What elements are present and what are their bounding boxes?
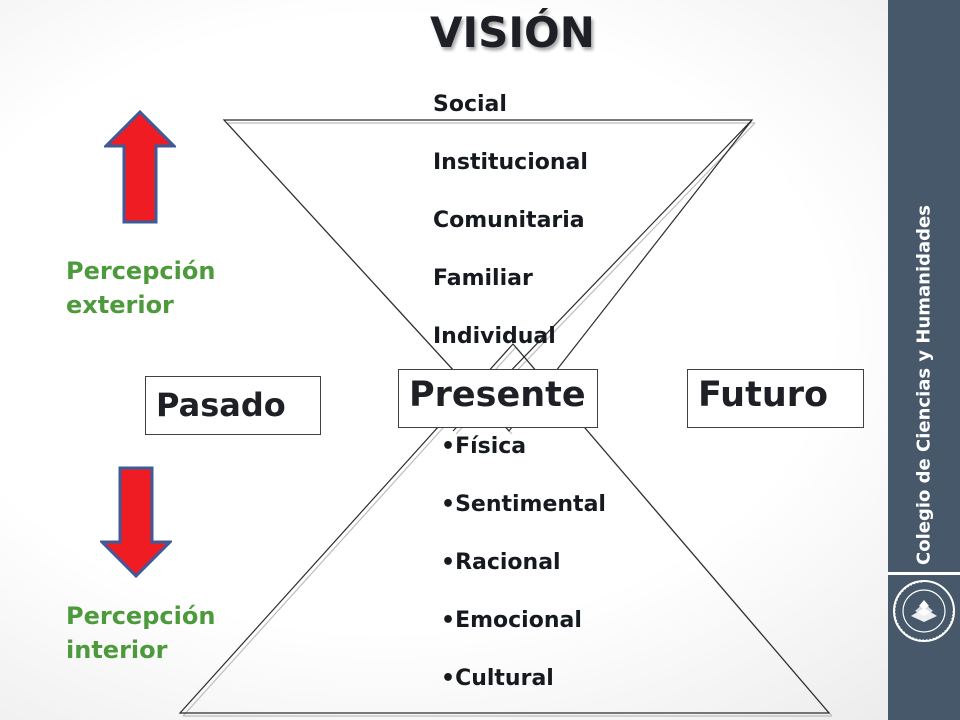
college-sidebar: Colegio de Ciencias y Humanidades [888, 0, 960, 720]
top-funnel-triangle [222, 119, 754, 432]
list-item: Física [441, 418, 606, 476]
college-name: Colegio de Ciencias y Humanidades [913, 205, 935, 565]
slide-title: VISIÓN [430, 8, 595, 57]
college-seal-logo [893, 580, 955, 642]
label-line: exterior [66, 291, 174, 319]
sidebar-divider [888, 572, 960, 575]
hourglass-diagram [178, 119, 833, 717]
dimensions-list: Física Sentimental Racional Emocional Cu… [441, 418, 606, 708]
arrow-down-icon [100, 466, 172, 578]
label-line: Percepción [66, 602, 216, 630]
list-item: Emocional [441, 592, 606, 650]
present-box: Presente [398, 369, 598, 428]
label-line: interior [66, 636, 168, 664]
label-line: Percepción [66, 257, 216, 285]
list-item: Familiar [433, 266, 533, 291]
list-item: Cultural [441, 650, 606, 708]
exterior-perception-label: Percepción exterior [66, 254, 215, 322]
future-box: Futuro [687, 369, 864, 428]
list-item: Sentimental [441, 476, 606, 534]
arrow-up-icon [104, 110, 176, 224]
perception-levels-list: Social Institucional Comunitaria Familia… [433, 76, 588, 366]
list-item: Institucional [433, 150, 588, 175]
bottom-funnel-triangle [178, 343, 831, 714]
past-box: Pasado [145, 376, 321, 435]
list-item: Racional [441, 534, 606, 592]
list-item: Individual [433, 324, 556, 349]
list-item: Comunitaria [433, 208, 585, 233]
slide: VISIÓN Social Institucional Comunitaria … [0, 0, 888, 720]
list-item: Social [433, 92, 507, 117]
interior-perception-label: Percepción interior [66, 599, 215, 667]
